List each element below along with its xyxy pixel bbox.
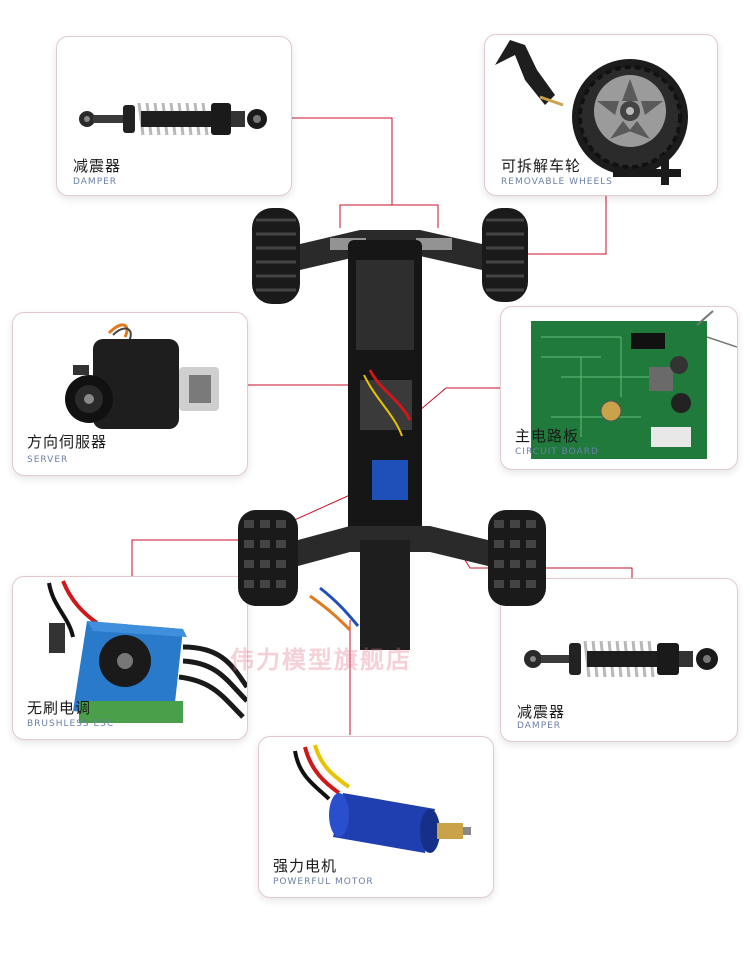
board-label-en: CIRCUIT BOARD <box>515 447 599 457</box>
damper-bottom-card: 减震器 DAMPER <box>500 578 738 742</box>
esc-card: 无刷电调 BRUSHLESS ESC <box>12 576 248 740</box>
esc-label-en: BRUSHLESS ESC <box>27 719 115 729</box>
server-label-en: SERVER <box>27 455 69 465</box>
wheel-icon <box>495 40 688 185</box>
board-card: 主电路板 CIRCUIT BOARD <box>500 306 738 470</box>
damper-icon <box>524 640 718 678</box>
motor-icon <box>293 744 471 853</box>
esc-icon <box>47 580 247 723</box>
server-card: 方向伺服器 SERVER <box>12 312 248 476</box>
wheels-label: 可拆解车轮 <box>501 157 582 175</box>
server-label: 方向伺服器 <box>27 433 108 451</box>
motor-card: 强力电机 POWERFUL MOTOR <box>258 736 494 898</box>
store-watermark: 伟力模型旗舰店 <box>230 646 412 674</box>
motor-label-en: POWERFUL MOTOR <box>273 877 374 887</box>
board-label: 主电路板 <box>515 427 580 445</box>
servo-icon <box>65 323 219 429</box>
esc-label: 无刷电调 <box>27 699 92 717</box>
wheels-label-en: REMOVABLE WHEELS <box>501 177 613 187</box>
damper-icon <box>79 102 267 136</box>
chassis-icon <box>238 208 546 650</box>
motor-label: 强力电机 <box>273 857 338 875</box>
damper-top-card: 减震器 DAMPER <box>56 36 292 196</box>
wheels-card: 可拆解车轮 REMOVABLE WHEELS <box>484 34 718 196</box>
damper-top-label-en: DAMPER <box>73 177 118 187</box>
damper-top-label: 减震器 <box>73 157 122 175</box>
circuit-board-icon <box>531 310 737 459</box>
damper-bottom-label: 减震器 <box>517 703 566 721</box>
damper-bottom-label-en: DAMPER <box>517 721 562 731</box>
